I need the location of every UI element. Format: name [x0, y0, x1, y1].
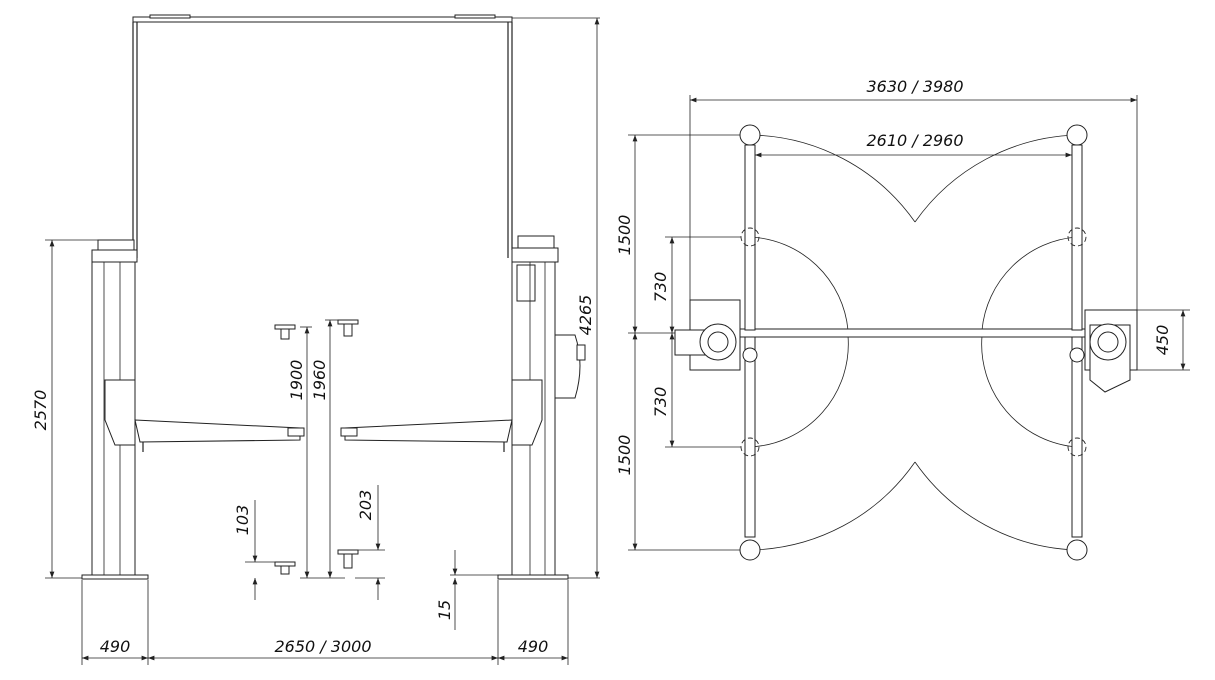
right-column-base [1069, 309, 1138, 393]
dim-arm-reach: 1500 1500 [615, 134, 740, 551]
dim-arm-min: 730 730 [651, 236, 741, 448]
dim-total-height: 4265 [512, 17, 600, 579]
label-ground-clearance: 15 [435, 600, 454, 620]
right-column [497, 235, 586, 580]
label-column-height: 2570 [31, 390, 50, 431]
motor-unit [554, 334, 581, 399]
top-view: 3630 / 3980 2610 / 2960 1500 1500 730 73… [615, 77, 1190, 561]
label-arm-min-top: 730 [651, 272, 670, 303]
dim-lift-height-a: 1900 [287, 326, 312, 578]
label-arm-min-bottom: 730 [651, 387, 670, 418]
label-inner-width: 2610 / 2960 [867, 131, 964, 150]
lift-pads [274, 319, 359, 575]
dim-lift-height-b: 1960 [300, 319, 345, 579]
dim-base-depth: 450 [1137, 309, 1190, 371]
label-arm-reach-bottom: 1500 [615, 435, 634, 476]
label-arm-reach-top: 1500 [615, 215, 634, 256]
lift-arms [134, 419, 513, 452]
label-width-between-columns: 2650 / 3000 [275, 637, 372, 656]
label-lift-height-b: 1960 [310, 360, 329, 401]
dim-min-pad-a: 103 [233, 500, 280, 600]
overhead-crossbar [132, 14, 513, 258]
dim-bottom-widths: 490 2650 / 3000 490 [81, 580, 569, 665]
left-column-base [674, 299, 758, 371]
right-arms [1066, 124, 1088, 561]
label-min-pad-b: 203 [356, 490, 375, 521]
label-total-height: 4265 [576, 295, 595, 336]
front-view: 4265 2570 1900 1960 103 [31, 14, 600, 665]
left-column [81, 239, 149, 580]
label-base-left: 490 [100, 637, 131, 656]
label-base-right: 490 [518, 637, 549, 656]
label-min-pad-a: 103 [233, 505, 252, 536]
label-overall-width: 3630 / 3980 [867, 77, 964, 96]
dim-inner-width: 2610 / 2960 [755, 131, 1072, 158]
label-lift-height-a: 1900 [287, 360, 306, 401]
dim-min-pad-b: 203 [355, 485, 385, 600]
dim-column-height: 2570 [31, 239, 100, 579]
crossbeam [739, 328, 1086, 338]
left-arms [739, 124, 761, 561]
label-base-depth: 450 [1153, 325, 1172, 356]
swing-arcs [749, 134, 1078, 551]
dim-ground-clearance: 15 [435, 550, 498, 630]
dim-overall-width: 3630 / 3980 [689, 77, 1138, 310]
